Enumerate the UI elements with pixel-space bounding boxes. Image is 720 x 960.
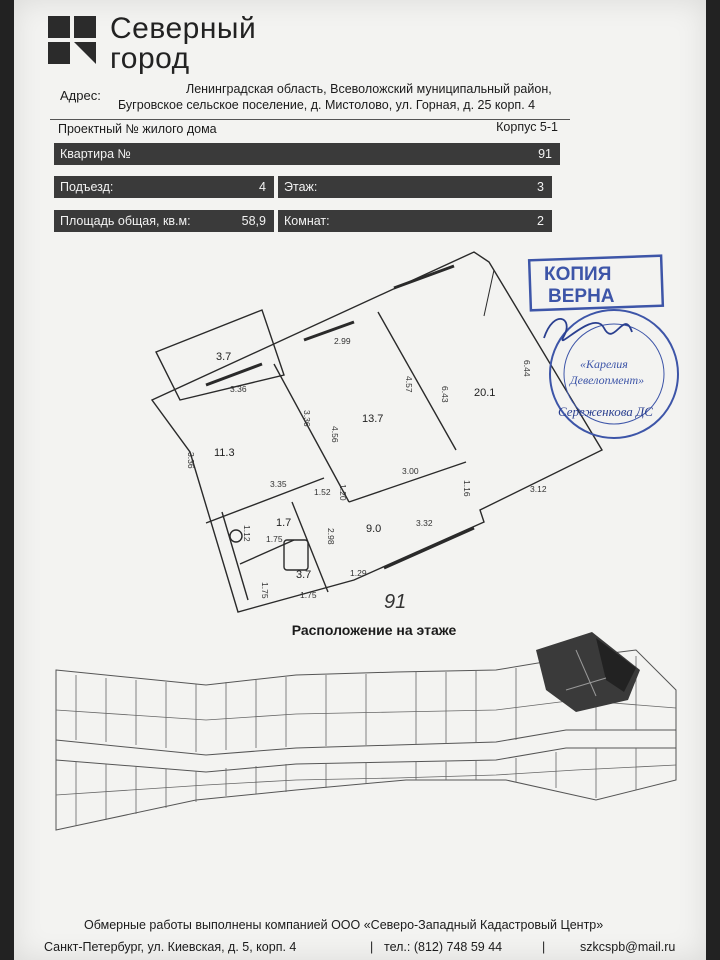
wall-kitchen-hall: [205, 477, 325, 524]
footer-email: szkcspb@mail.ru: [580, 940, 676, 954]
bath-area: 3.7: [296, 569, 311, 581]
floor-value: 3: [537, 180, 544, 194]
wall-wc-bath: [239, 539, 295, 565]
dim-3-35: 3.35: [270, 479, 287, 489]
rooms-label: Комнат:: [284, 214, 330, 228]
dim-1-75-b: 1.75: [300, 590, 317, 600]
address-line2: Бугровское сельское поселение, д. Мистол…: [118, 98, 536, 112]
wall-kitchen-room1: [273, 363, 350, 503]
dim-4-56: 4.56: [330, 426, 340, 443]
apartment-floor-plan: 3.7 11.3 13.7 20.1 9.0 1.7 3.7 2.99 3.36…: [150, 251, 603, 613]
dim-3-36-b: 3.36: [302, 410, 312, 427]
project-row: Проектный № жилого дома Корпус 5-1: [58, 120, 558, 138]
dim-1-16: 1.16: [462, 480, 472, 497]
wall-room1-room2: [377, 311, 457, 451]
dim-1-75-a: 1.75: [266, 534, 283, 544]
floor-bar: Этаж: 3: [278, 176, 552, 198]
dim-3-36-a: 3.36: [230, 384, 247, 394]
wall-room1-hall: [348, 461, 467, 503]
dim-3-12: 3.12: [530, 484, 547, 494]
address-block: Адрес: Ленинградская область, Всеволожск…: [50, 80, 570, 120]
dim-3-36-c: 3.36: [186, 452, 196, 469]
apartment-number-value: 91: [538, 147, 552, 161]
stamp-top-text: КОПИЯ: [544, 264, 611, 285]
stamp-bottom-text: ВЕРНА: [548, 286, 615, 307]
apartment-number-bar: Квартира № 91: [54, 143, 560, 165]
seal-name-line2: Девелопмент»: [569, 373, 644, 387]
section-title: Расположение на этаже: [291, 622, 457, 638]
hall-area: 9.0: [366, 523, 381, 535]
seal-name-line1: «Карелия: [580, 357, 628, 371]
dim-3-00: 3.00: [402, 466, 419, 476]
project-label: Проектный № жилого дома: [58, 122, 217, 136]
balcony-outline: [155, 309, 285, 401]
signature-mark: [543, 318, 633, 342]
wall-wc-left: [221, 511, 249, 601]
entrance-label: Подъезд:: [60, 180, 114, 194]
area-label: Площадь общая, кв.м:: [60, 214, 191, 228]
floor-label: Этаж:: [284, 180, 318, 194]
logo-line2: город: [110, 42, 190, 75]
entrance-bar: Подъезд: 4: [54, 176, 274, 198]
rooms-value: 2: [537, 214, 544, 228]
outer-wall: [150, 251, 603, 613]
dim-4-57: 4.57: [404, 376, 414, 393]
wc-area: 1.7: [276, 517, 291, 529]
floor-location-plan: [55, 632, 677, 831]
dim-3-32: 3.32: [416, 518, 433, 528]
building-number: Корпус 5-1: [496, 120, 558, 134]
dim-6-44: 6.44: [522, 360, 532, 377]
balcony-area: 3.7: [216, 351, 231, 363]
document-sheet: Северный город Адрес: Ленинградская обла…: [14, 0, 706, 960]
entrance-value: 4: [259, 180, 266, 194]
footer-company-line: Обмерные работы выполнены компанией ООО …: [84, 918, 604, 932]
dim-2-98: 2.98: [326, 528, 336, 545]
address-label: Адрес:: [60, 88, 101, 103]
dim-1-20: 1.20: [338, 484, 348, 501]
footer-separator-1: |: [370, 940, 374, 954]
area-value: 58,9: [241, 214, 266, 228]
rooms-bar: Комнат: 2: [278, 210, 552, 232]
dim-1-29: 1.29: [350, 568, 367, 578]
dim-1-12: 1.12: [242, 525, 252, 542]
dim-6-43: 6.43: [440, 386, 450, 403]
apartment-number-label: Квартира №: [60, 147, 131, 161]
wall-bath-hall: [291, 501, 329, 593]
company-logo: Северный город: [48, 14, 328, 74]
room2-area: 20.1: [474, 387, 495, 399]
footer-address: Санкт-Петербург, ул. Киевская, д. 5, кор…: [44, 940, 297, 954]
logo-line1: Северный: [110, 12, 257, 45]
certified-copy-stamp: КОПИЯ ВЕРНА «Карелия Девелопмент» Сереже…: [527, 254, 679, 439]
highlighted-apartment: [536, 632, 640, 712]
address-line1: Ленинградская область, Всеволожский муни…: [186, 82, 552, 96]
room1-area: 13.7: [362, 413, 383, 425]
kitchen-area: 11.3: [214, 447, 235, 459]
area-bar: Площадь общая, кв.м: 58,9: [54, 210, 274, 232]
footer-separator-2: |: [542, 940, 546, 954]
footer-phone: тел.: (812) 748 59 44: [384, 940, 503, 954]
apartment-plan-label: 91: [384, 591, 406, 613]
dim-1-75-c: 1.75: [260, 582, 270, 599]
dim-2-99: 2.99: [334, 336, 351, 346]
signature-text: Сереженкова ДС: [558, 404, 653, 419]
footer-contacts: Санкт-Петербург, ул. Киевская, д. 5, кор…: [44, 940, 704, 958]
logo-wordmark: Северный город: [110, 14, 256, 74]
dim-1-52: 1.52: [314, 487, 331, 497]
logo-mark-icon: [48, 16, 96, 64]
